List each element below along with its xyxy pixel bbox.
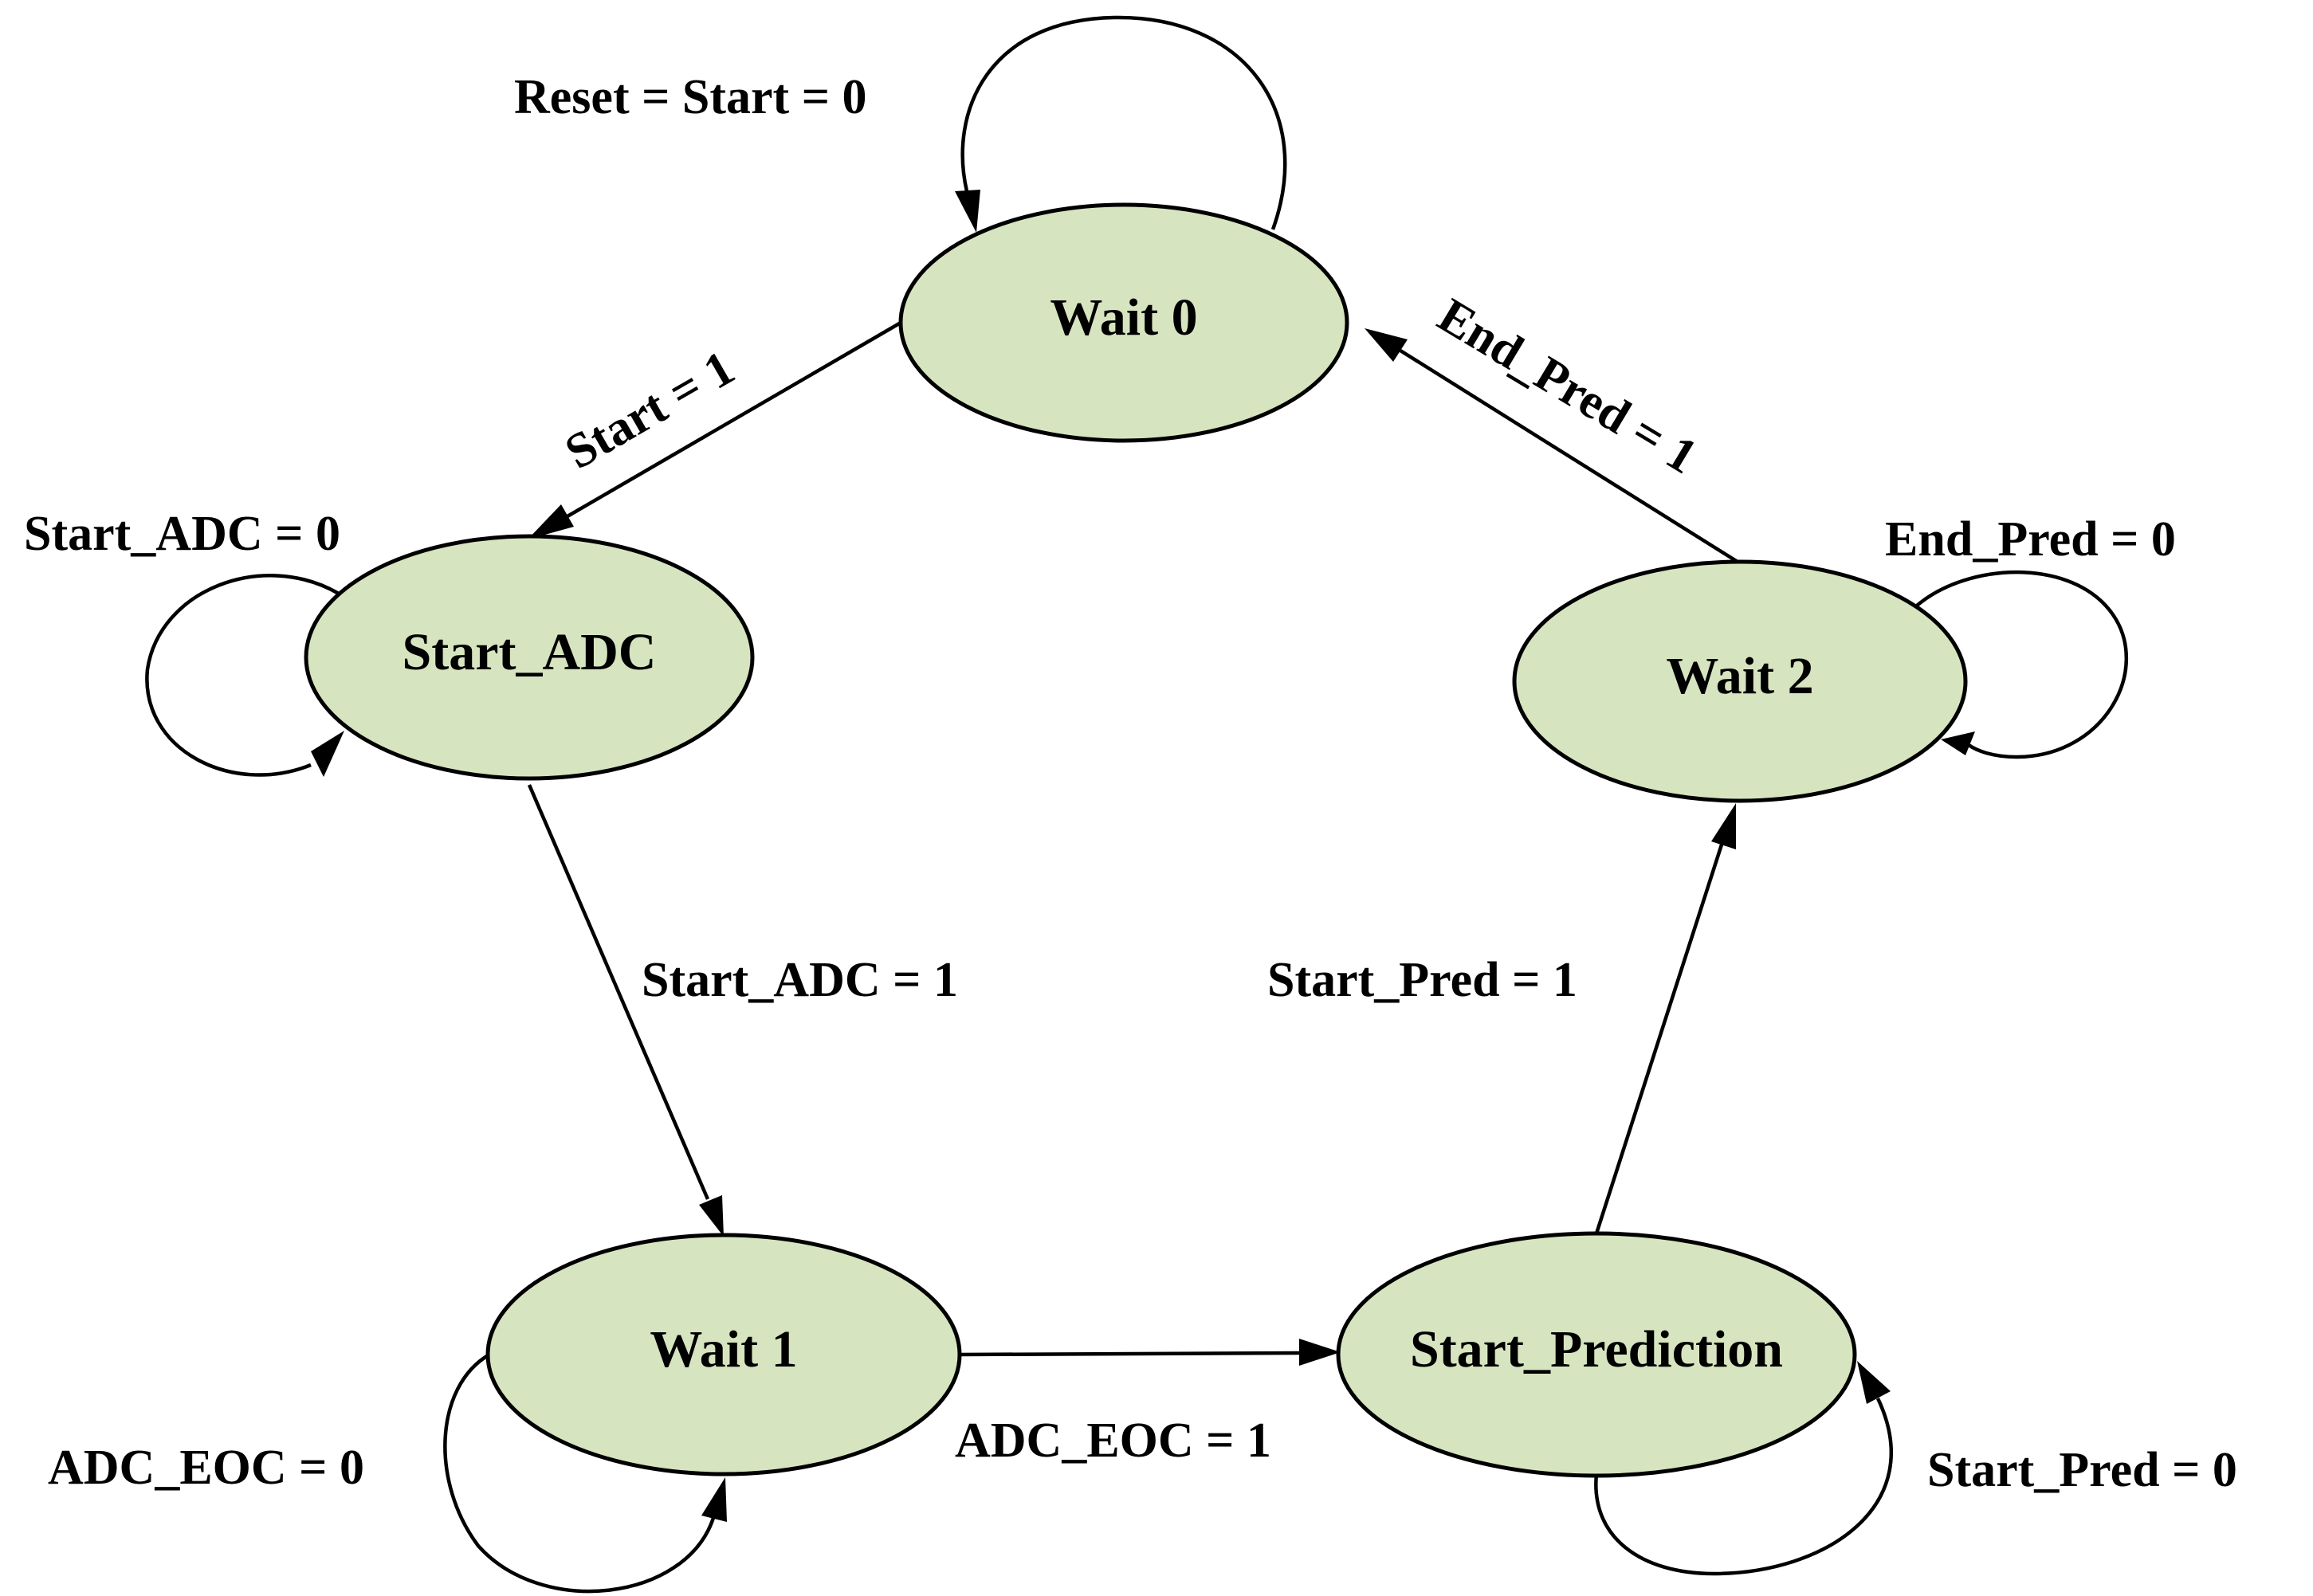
arrowhead-wait1-self: [701, 1477, 727, 1522]
label-wait2-self: End_Pred = 0: [1885, 512, 2176, 567]
state-start-adc: Start_ADC: [304, 534, 755, 781]
label-wait0-self: Reset = Start = 0: [514, 70, 867, 124]
edge-wait2-to-wait0: [1399, 349, 1739, 563]
label-wait1-self: ADC_EOC = 0: [48, 1441, 364, 1495]
state-wait2: Wait 2: [1512, 559, 1968, 803]
arrowhead-wait2-to-wait0: [1365, 328, 1408, 362]
arrowhead-start-adc-self: [311, 731, 344, 777]
state-wait0: Wait 0: [898, 202, 1349, 443]
edge-wait0-to-start-adc: [560, 321, 902, 521]
state-label-wait2: Wait 2: [1666, 647, 1813, 705]
arrowhead-wait1-to-start-prediction: [1299, 1339, 1341, 1366]
edge-start-prediction-self: [1594, 1398, 1894, 1576]
label-start-adc-to-wait1: Start_ADC = 1: [642, 953, 958, 1007]
label-start-adc-self: Start_ADC = 0: [24, 507, 340, 561]
arrowhead-wait2-self: [1941, 731, 1975, 755]
state-label-wait0: Wait 0: [1050, 288, 1197, 347]
edge-wait1-to-start-prediction: [959, 1351, 1300, 1357]
label-wait0-to-start-adc: Start = 1: [556, 340, 744, 480]
state-start-prediction: Start_Prediction: [1336, 1231, 1857, 1478]
label-start-prediction-to-wait2: Start_Pred = 1: [1267, 953, 1577, 1007]
label-start-prediction-self: Start_Pred = 0: [1927, 1443, 2237, 1497]
edge-wait2-self: [1915, 570, 2128, 759]
state-wait1: Wait 1: [485, 1233, 962, 1476]
edge-wait1-self: [443, 1353, 716, 1594]
arrowhead-wait0-to-start-adc: [528, 504, 574, 539]
label-wait1-to-start-prediction: ADC_EOC = 1: [955, 1414, 1271, 1468]
state-label-start-prediction: Start_Prediction: [1410, 1320, 1783, 1378]
edge-start-adc-self: [145, 574, 340, 777]
edge-start-adc-to-wait1: [527, 784, 710, 1200]
arrowhead-wait0-self: [955, 190, 980, 233]
arrowhead-start-prediction-to-wait2: [1711, 803, 1736, 849]
arrowhead-start-adc-to-wait1: [699, 1195, 724, 1237]
state-label-wait1: Wait 1: [650, 1320, 797, 1378]
edge-wait0-self: [960, 15, 1287, 230]
edge-start-prediction-to-wait2: [1594, 844, 1724, 1234]
state-label-start-adc: Start_ADC: [403, 623, 657, 681]
arrowhead-start-prediction-self: [1857, 1361, 1891, 1404]
